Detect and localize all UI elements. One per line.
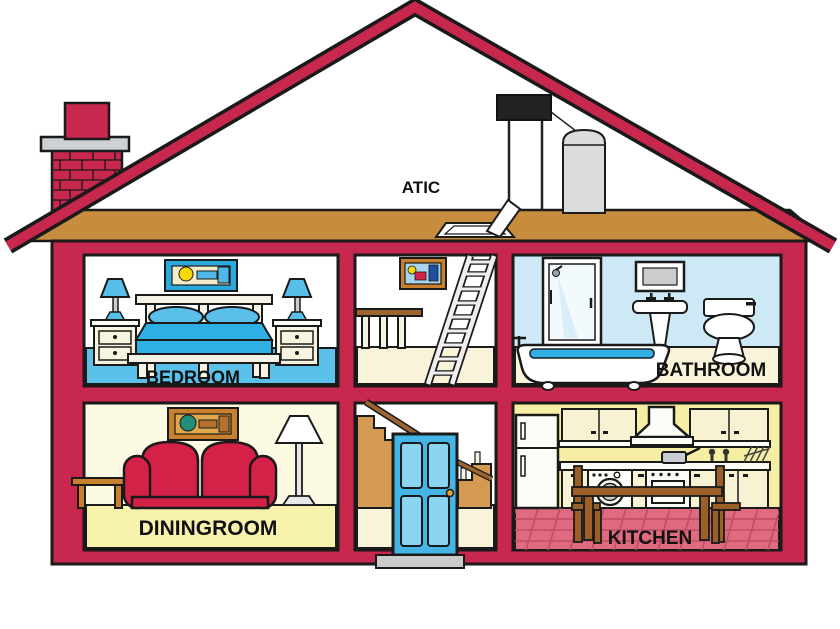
room-bedroom xyxy=(82,253,340,388)
kitchen-label: KITCHEN xyxy=(607,528,693,549)
shower-icon xyxy=(541,256,603,348)
sofa-icon xyxy=(122,440,278,510)
door-icon xyxy=(391,432,459,557)
room-landing xyxy=(353,253,498,388)
roof xyxy=(3,0,838,254)
toilet-icon xyxy=(703,298,756,365)
handrail-icon xyxy=(355,308,423,349)
bathroom-label: BATHROOM xyxy=(655,360,767,381)
bedroom-label: BEDROOM xyxy=(146,367,240,388)
range-hood-icon xyxy=(630,405,694,446)
picture-frame-icon xyxy=(167,407,239,441)
pot-icon xyxy=(661,446,701,464)
attic-hatch-icon xyxy=(434,198,522,239)
attic-label: ATIC xyxy=(401,178,441,197)
kitchen-table-icon xyxy=(571,486,723,541)
ladder-icon xyxy=(424,254,498,386)
room-diningroom xyxy=(71,401,340,552)
vent-pipe-icon xyxy=(496,94,577,211)
chair-icon xyxy=(711,465,741,544)
room-bathroom xyxy=(511,253,783,391)
water-tank-icon xyxy=(562,128,606,214)
attic-floor xyxy=(16,208,830,243)
floor-lamp-icon xyxy=(274,415,324,506)
mirror-icon xyxy=(634,260,686,293)
dish-rack-icon xyxy=(743,445,771,463)
bed-icon xyxy=(127,294,281,379)
bathtub-icon xyxy=(514,336,671,391)
fridge-icon xyxy=(514,413,560,510)
counter-bottles-icon xyxy=(708,448,730,461)
picture-frame-icon xyxy=(399,257,447,290)
table-lamp-icon xyxy=(281,278,313,322)
sink-icon xyxy=(632,293,688,347)
table-lamp-icon xyxy=(99,278,131,322)
room-hall xyxy=(353,399,498,557)
picture-frame-icon xyxy=(164,259,238,292)
diningroom-label: DININGROOM xyxy=(138,517,278,540)
doormat-icon xyxy=(375,554,465,569)
tile-pattern xyxy=(515,508,779,550)
room-kitchen xyxy=(511,401,783,552)
nightstand-icon xyxy=(272,319,322,366)
